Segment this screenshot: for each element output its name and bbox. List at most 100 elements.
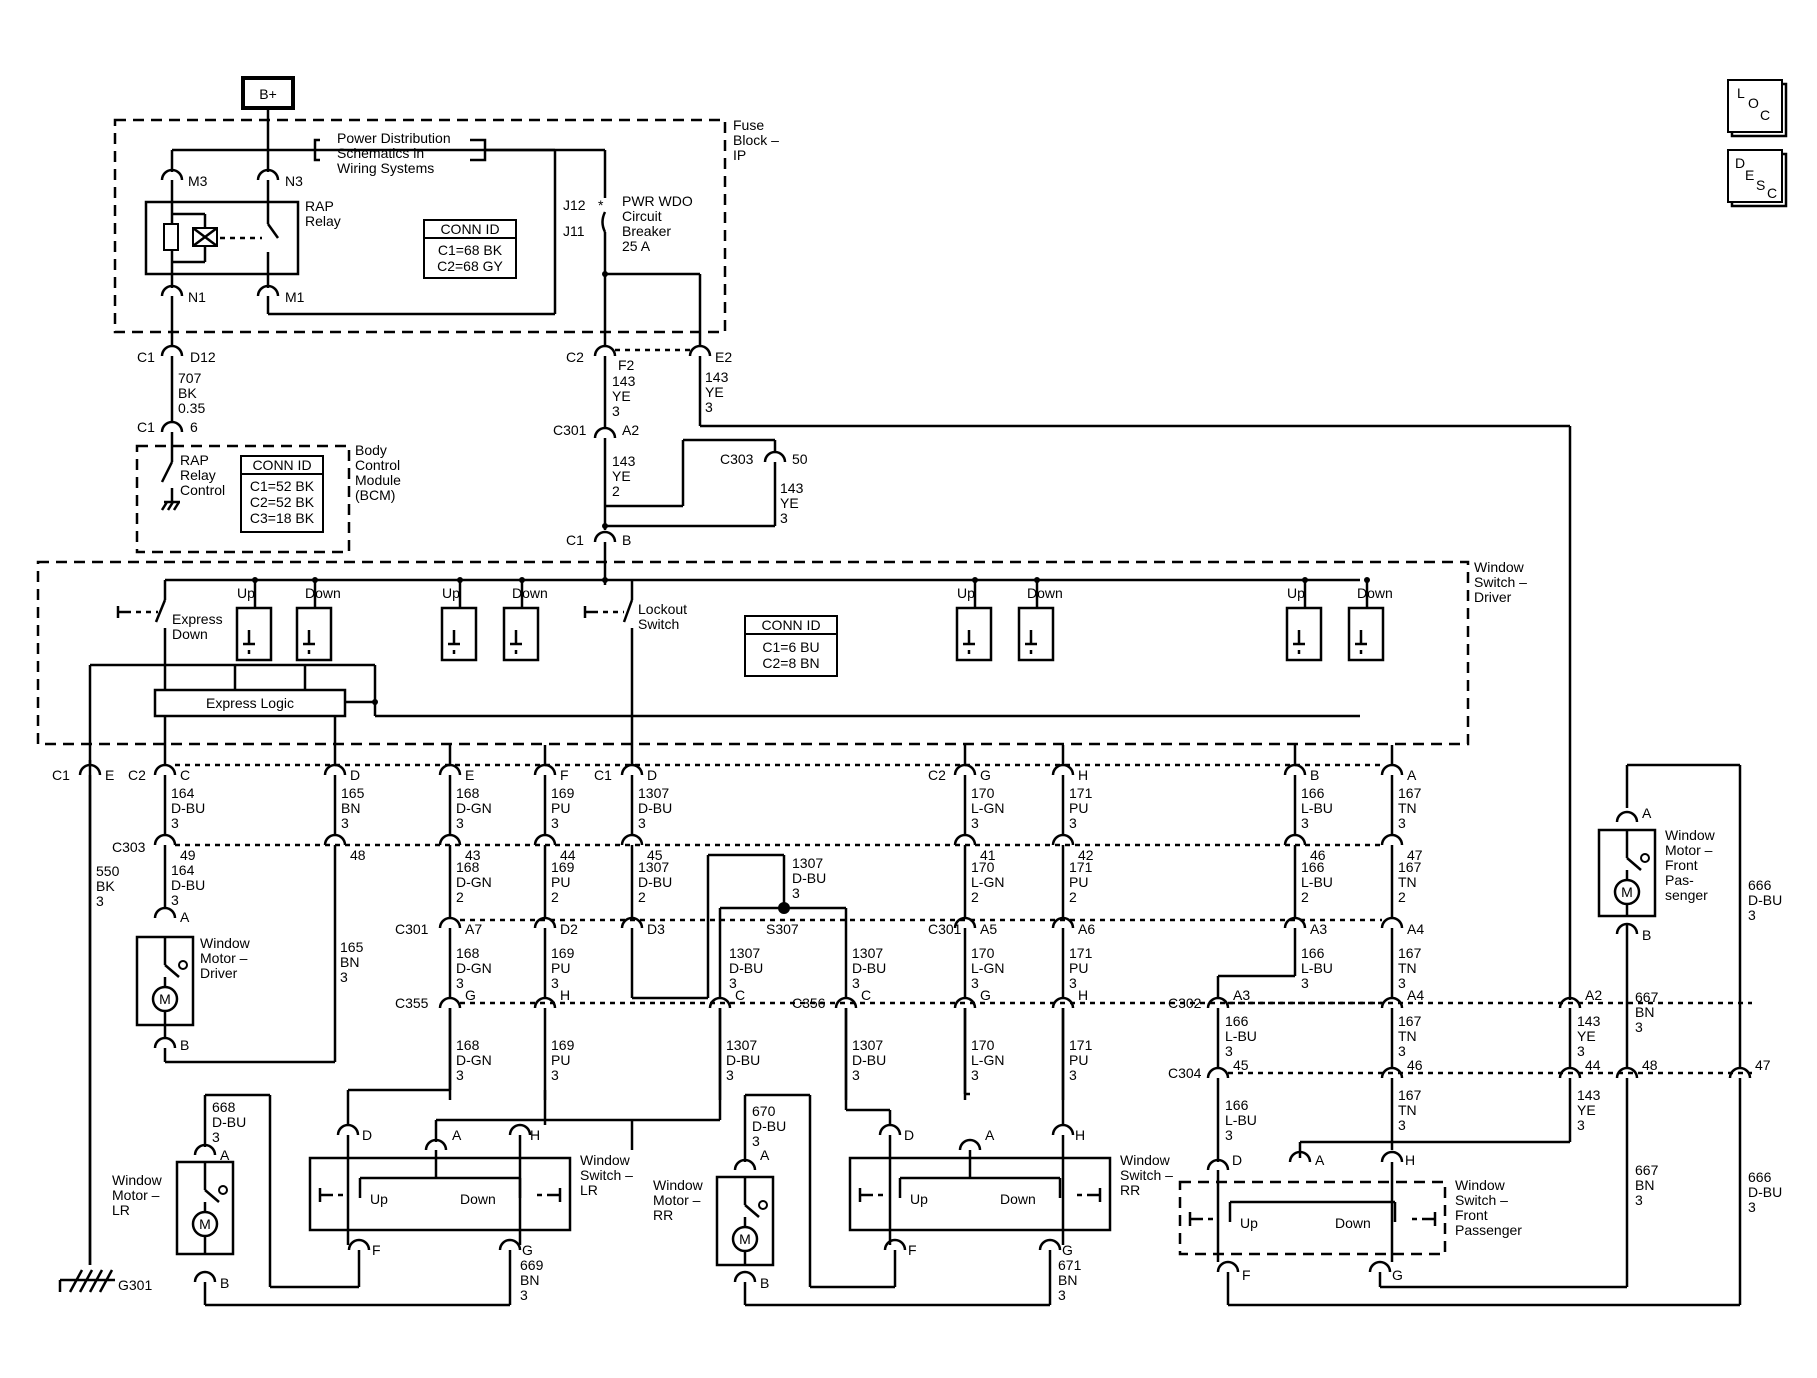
label: A3 xyxy=(1310,921,1327,937)
label: 45 xyxy=(647,847,663,863)
label: M xyxy=(199,1216,211,1232)
thermal-icon xyxy=(1640,853,1650,863)
svg-text:3: 3 xyxy=(705,399,713,415)
label: 668 xyxy=(212,1099,236,1115)
label: 3 xyxy=(1058,1287,1066,1303)
label: 3 xyxy=(171,815,179,831)
label: TN xyxy=(1398,960,1417,976)
connector-pin xyxy=(153,1036,177,1049)
label: D-BU xyxy=(752,1118,786,1134)
pwr-wdo-circuit-breaker: J12 J11 * PWR WDO Circuit Breaker 25 A xyxy=(563,150,693,346)
connector-pin xyxy=(708,996,732,1009)
label: 48 xyxy=(1642,1057,1658,1073)
svg-text:Relay: Relay xyxy=(305,213,341,229)
label: C2 xyxy=(128,767,146,783)
label: 669 xyxy=(520,1257,544,1273)
label: 171 xyxy=(1069,945,1093,961)
label: 170 xyxy=(971,785,995,801)
label: Down xyxy=(460,1191,496,1207)
connector-pin xyxy=(953,763,977,776)
svg-text:IP: IP xyxy=(733,147,746,163)
label: 3 xyxy=(1301,815,1309,831)
label: YE xyxy=(1577,1102,1596,1118)
svg-text:PWR WDO: PWR WDO xyxy=(622,193,693,209)
label: 3 xyxy=(212,1129,220,1145)
connector-pin xyxy=(323,833,347,846)
label: C304 xyxy=(1168,1065,1202,1081)
connector-pin xyxy=(953,833,977,846)
svg-text:Circuit: Circuit xyxy=(622,208,662,224)
svg-text:C1=6 BU: C1=6 BU xyxy=(762,639,819,655)
label: 3 xyxy=(456,815,464,831)
connector-pin xyxy=(620,833,644,846)
connector-pin xyxy=(953,916,977,929)
label: Down xyxy=(1357,585,1393,601)
label: 169 xyxy=(551,945,575,961)
label: C301 xyxy=(928,921,962,937)
relay-ground-icon xyxy=(243,630,255,654)
label: A4 xyxy=(1407,921,1424,937)
connector-pin xyxy=(1558,996,1582,1009)
desc-icon[interactable]: D E S C xyxy=(1727,149,1788,208)
label: A xyxy=(985,1127,995,1143)
svg-text:3: 3 xyxy=(612,403,620,419)
label: BN xyxy=(520,1272,539,1288)
connector-pin xyxy=(878,1123,902,1136)
connector-pin xyxy=(1380,763,1404,776)
label: Up xyxy=(442,585,460,601)
label: A xyxy=(1407,767,1417,783)
label: H xyxy=(1075,1127,1085,1143)
label: Front xyxy=(1455,1207,1488,1223)
connector-pin xyxy=(1615,922,1639,935)
label: A2 xyxy=(1585,987,1602,1003)
label: C xyxy=(180,767,190,783)
label: Down xyxy=(1000,1191,1036,1207)
switch-body xyxy=(308,1156,572,1232)
label: 3 xyxy=(340,969,348,985)
label: 164 xyxy=(171,862,195,878)
svg-text:Window: Window xyxy=(1474,559,1525,575)
label: 3 xyxy=(1748,1199,1756,1215)
svg-text:Down: Down xyxy=(172,626,208,642)
label: 1307 xyxy=(729,945,760,961)
label: 166 xyxy=(1301,785,1325,801)
connector-pin xyxy=(323,763,347,776)
svg-text:Breaker: Breaker xyxy=(622,223,671,239)
label: TN xyxy=(1398,1102,1417,1118)
label: Passenger xyxy=(1455,1222,1522,1238)
label: 3 xyxy=(1301,975,1309,991)
svg-text:C1: C1 xyxy=(137,419,155,435)
label: 3 xyxy=(852,975,860,991)
connector-pin xyxy=(953,996,977,1009)
splice-dot xyxy=(457,577,463,583)
label: RR xyxy=(653,1207,673,1223)
label: 49 xyxy=(180,847,196,863)
label: D3 xyxy=(647,921,665,937)
label: 165 xyxy=(341,785,365,801)
label: 171 xyxy=(1069,1037,1093,1053)
connector-pin xyxy=(1051,1123,1075,1136)
label: D xyxy=(362,1127,372,1143)
label: L-BU xyxy=(1225,1028,1257,1044)
label: Switch – xyxy=(1120,1167,1173,1183)
label: D xyxy=(1232,1152,1242,1168)
label: D-GN xyxy=(456,1052,492,1068)
label: 168 xyxy=(456,785,480,801)
relay-ground-icon xyxy=(448,630,460,654)
label: Switch – xyxy=(1455,1192,1508,1208)
svg-text:*: * xyxy=(598,197,604,213)
svg-text:C: C xyxy=(1767,185,1777,201)
svg-text:Express Logic: Express Logic xyxy=(206,695,294,711)
label: 167 xyxy=(1398,1013,1422,1029)
label: 3 xyxy=(96,893,104,909)
svg-text:Block –: Block – xyxy=(733,132,779,148)
label: 1307 xyxy=(638,859,669,875)
label: 2 xyxy=(1398,889,1406,905)
loc-icon[interactable]: L O C xyxy=(1727,79,1788,138)
label: A xyxy=(1315,1152,1325,1168)
label: 41 xyxy=(980,847,996,863)
